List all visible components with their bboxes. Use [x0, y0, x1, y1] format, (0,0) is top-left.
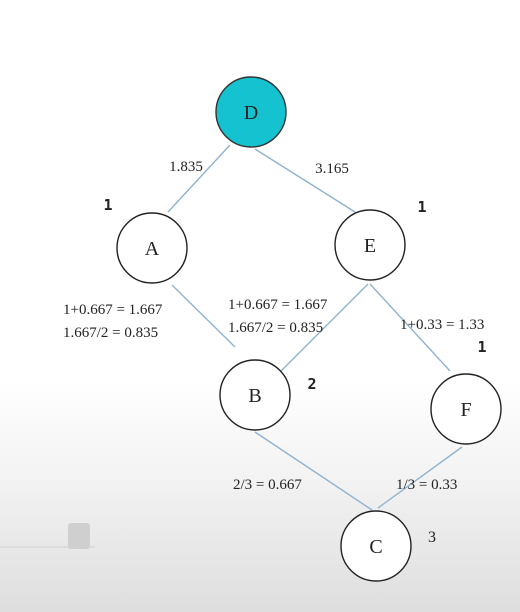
edge-b-c	[254, 431, 373, 511]
edge-label-a-b-line2: 1.667/2 = 0.835	[63, 325, 158, 341]
node-c-label: C	[369, 536, 382, 558]
count-b: 2	[307, 375, 316, 393]
edge-d-a	[167, 144, 231, 213]
count-c: 3	[428, 529, 436, 546]
node-d: D	[215, 76, 287, 148]
decorative-block	[68, 523, 90, 549]
node-f: F	[430, 373, 502, 445]
node-d-label: D	[244, 102, 258, 124]
node-a: A	[116, 212, 188, 284]
node-f-label: F	[460, 399, 471, 421]
node-b: B	[219, 359, 291, 431]
edge-e-b	[279, 283, 369, 373]
edge-a-b	[171, 284, 236, 348]
edge-label-e-b-line2: 1.667/2 = 0.835	[228, 320, 323, 336]
edge-d-e	[254, 148, 356, 213]
count-a: 1	[103, 196, 112, 214]
node-c: C	[340, 510, 412, 582]
edge-label-e-f: 1+0.33 = 1.33	[400, 317, 484, 333]
edge-label-d-e: 3.165	[315, 161, 349, 177]
edge-label-f-c: 1/3 = 0.33	[396, 477, 457, 493]
node-e-label: E	[364, 235, 376, 257]
count-f: 1	[477, 338, 486, 356]
edge-label-a-b-line1: 1+0.667 = 1.667	[63, 302, 163, 318]
edge-f-c	[377, 446, 463, 509]
edge-label-d-a: 1.835	[169, 159, 203, 175]
node-a-label: A	[145, 238, 160, 260]
edge-label-b-c: 2/3 = 0.667	[233, 477, 302, 493]
edge-e-f	[369, 283, 451, 372]
node-e: E	[334, 209, 406, 281]
node-b-label: B	[248, 385, 261, 407]
edge-label-e-b-line1: 1+0.667 = 1.667	[228, 297, 328, 313]
count-e: 1	[417, 198, 426, 216]
